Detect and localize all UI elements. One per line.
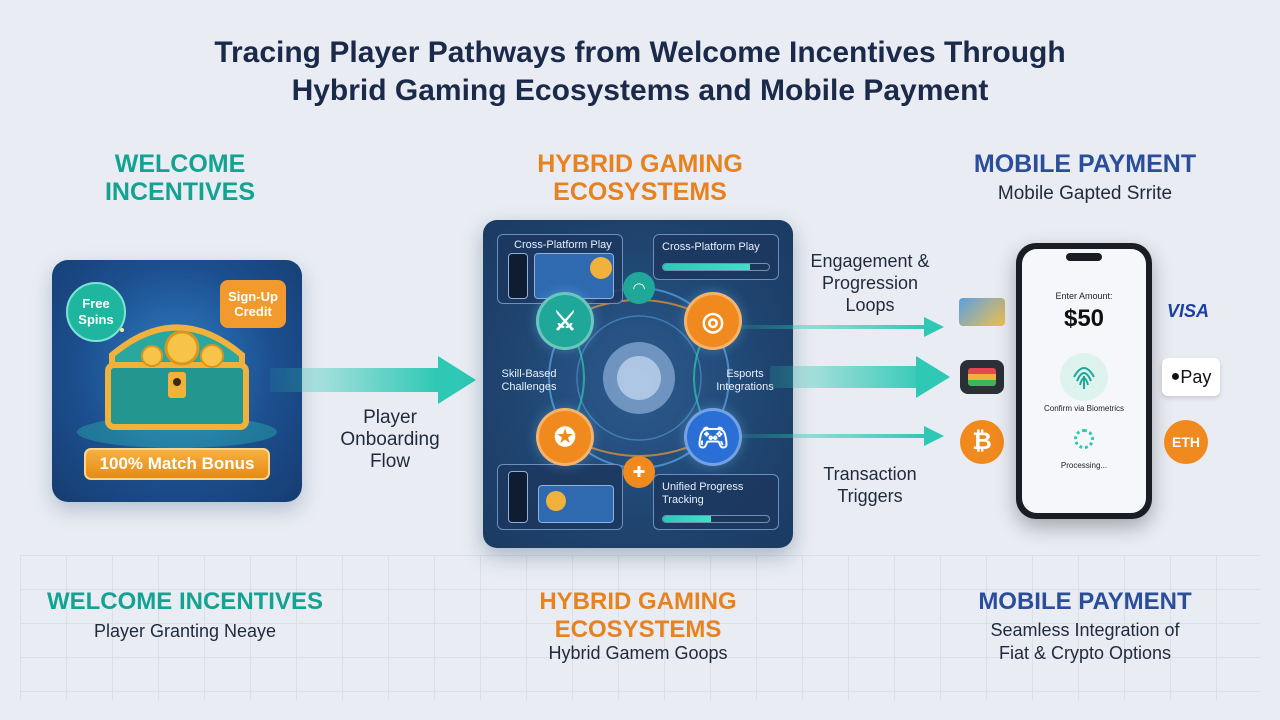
fingerprint-button[interactable] [1060, 353, 1108, 401]
skill-challenges-label: Skill-Based Challenges [501, 368, 557, 393]
fingerprint-icon [1073, 367, 1095, 389]
phone-device-icon [508, 253, 528, 299]
chips-icon: ◎ [684, 292, 742, 350]
unified-progress-card: Unified Progress Tracking [653, 474, 779, 530]
avatar [590, 257, 612, 279]
apple-pay-label: Pay [1180, 366, 1212, 387]
headset-icon: ◠ [623, 272, 655, 304]
apple-icon: ● [1170, 368, 1181, 385]
sign-up-credit-badge: Sign-Up Credit [220, 280, 286, 328]
payment-flow-arrows [740, 317, 950, 446]
controller-icon: ✚ [623, 456, 655, 488]
unified-progress-title: Unified Progress Tracking [662, 481, 744, 506]
gamepad-icon: 🎮︎ [684, 408, 742, 466]
poker-chip-icon: ✪ [536, 408, 594, 466]
cross-platform-progress-fill [663, 264, 750, 270]
unified-progress-fill [663, 516, 711, 522]
bottom-incentives-sub: Player Granting Neaye [93, 621, 277, 641]
payment-subtitle: Mobile Gapted Srrite [997, 183, 1173, 204]
amount-label: Enter Amount: [1055, 291, 1113, 301]
hybrid-ecosystem-panel: Cross-Platform Play Cross-Platform Play … [483, 220, 793, 548]
background-grid [20, 555, 1260, 700]
eth-icon: ETH [1164, 420, 1208, 464]
phone-device-icon [508, 471, 528, 523]
onboarding-arrow [270, 356, 476, 404]
phone-notch [1066, 253, 1102, 261]
swords-icon: ⚔ [536, 292, 594, 350]
wallet-icon [960, 360, 1004, 394]
cross-platform-title-left: Cross-Platform Play [514, 239, 612, 251]
unified-progress-bar [662, 515, 770, 523]
bottom-payment-heading: MOBILE PAYMENT [978, 588, 1192, 615]
amount-value: $50 [1063, 305, 1105, 332]
bitcoin-icon: ₿ [960, 420, 1004, 464]
bottom-ecosystems-sub: Hybrid Gamem Goops [548, 643, 728, 663]
device-showcase-card [497, 464, 623, 530]
loading-spinner-icon [1074, 429, 1094, 449]
avatar [546, 491, 566, 511]
cross-platform-card-right: Cross-Platform Play [653, 234, 779, 280]
main-title-line1: Tracing Player Pathways from Welcome Inc… [214, 36, 1066, 69]
mobile-phone: Enter Amount: $50 Confirm via Biometrics… [1016, 243, 1152, 519]
payment-heading: MOBILE PAYMENT [973, 150, 1197, 178]
incentives-heading: WELCOME INCENTIVES [104, 150, 256, 206]
apple-pay-logo: ● Pay [1162, 358, 1220, 396]
bottom-ecosystems-heading: HYBRID GAMING ECOSYSTEMS [539, 588, 737, 643]
transaction-label: Transaction Triggers [823, 464, 917, 506]
match-bonus-banner: 100% Match Bonus [84, 448, 270, 480]
cross-platform-title-right: Cross-Platform Play [662, 241, 760, 253]
esports-label: Esports Integrations [716, 368, 774, 393]
ecosystems-heading: HYBRID GAMING ECOSYSTEMS [537, 150, 743, 206]
confirm-biometrics-text: Confirm via Biometrics [1043, 404, 1124, 413]
treasure-chest-icon [77, 318, 277, 448]
credit-card-icon [959, 298, 1005, 326]
cross-platform-progress [662, 263, 770, 271]
bottom-incentives-heading: WELCOME INCENTIVES [46, 588, 323, 615]
onboarding-flow-label: Player Onboarding Flow [340, 407, 440, 472]
free-spins-badge: Free Spins [66, 282, 126, 342]
visa-logo: VISA [1166, 300, 1209, 321]
engagement-label: Engagement & Progression Loops [810, 251, 930, 315]
processing-text: Processing... [1060, 461, 1108, 470]
bottom-payment-sub: Seamless Integration of Fiat & Crypto Op… [990, 620, 1180, 663]
main-title-line2: Hybrid Gaming Ecosystems and Mobile Paym… [291, 74, 989, 107]
phone-screen: Enter Amount: $50 Confirm via Biometrics… [1022, 249, 1146, 513]
welcome-incentive-card: Free Spins Sign-Up Credit 100% Match Bon… [52, 260, 302, 502]
